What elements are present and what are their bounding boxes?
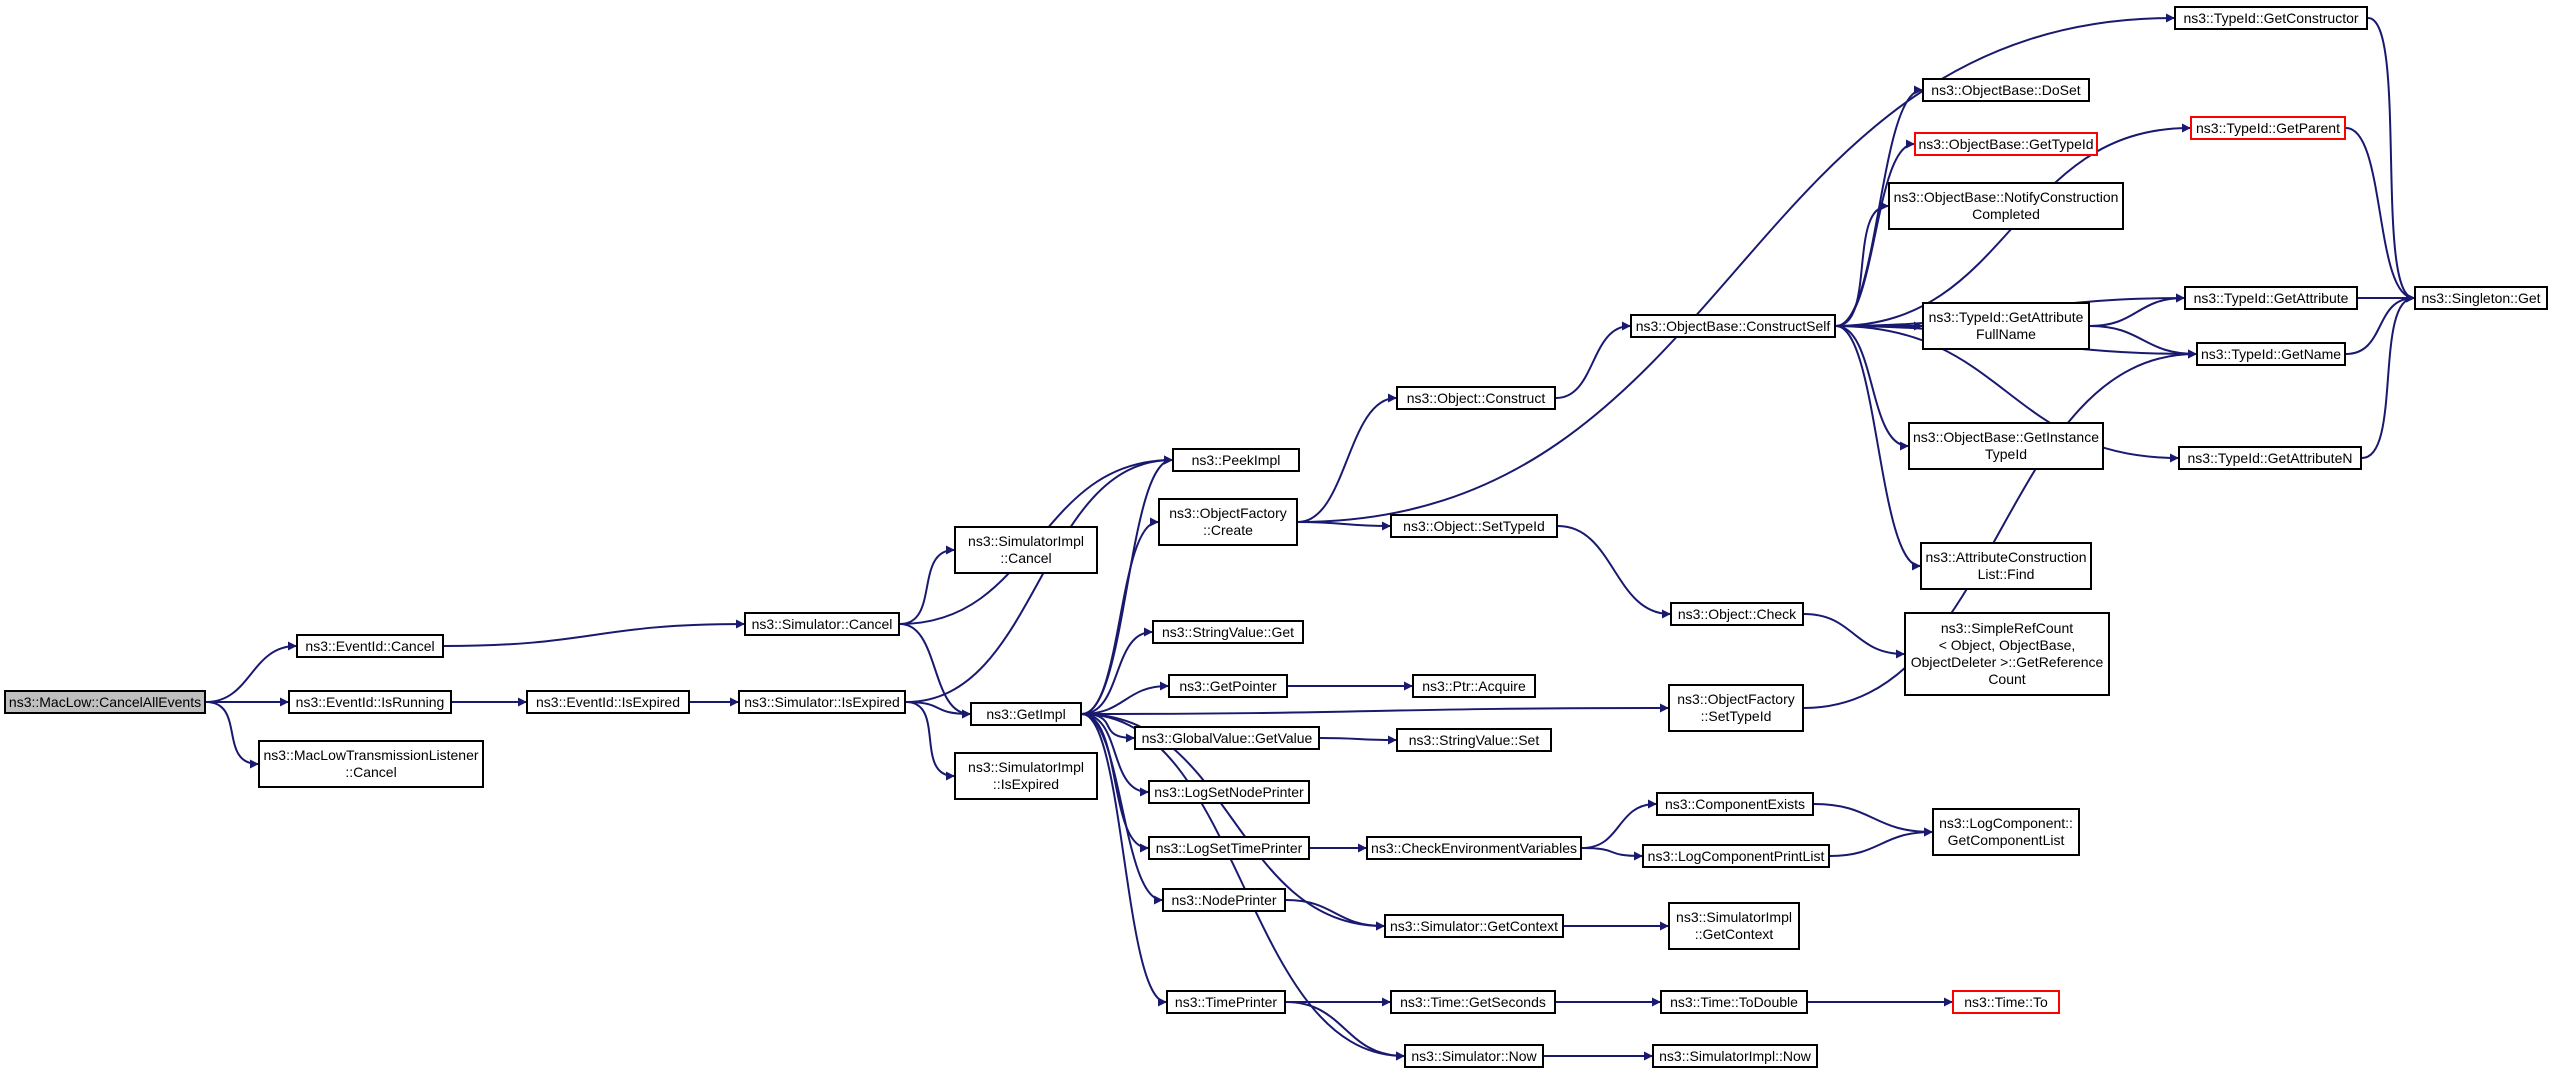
edge-root-to-maclow_listener_cancel [205,701,259,769]
node-logsettimeprinter[interactable]: ns3::LogSetTimePrinter [1148,836,1310,860]
node-singleton-get[interactable]: ns3::Singleton::Get [2414,286,2548,310]
node-eventid-isexpired[interactable]: ns3::EventId::IsExpired [526,690,690,714]
edge-simulator_isexpired-to-simimpl_isexpired [905,701,955,781]
edge-getimpl-to-nodeprinter [1081,713,1163,905]
edge-objectbase_constructself-to-objectbase_getinstancetypeid [1835,325,1909,451]
edge-typeid_getconstructor-to-singleton_get [2367,17,2415,303]
edge-objectfactory_create-to-object_construct [1297,393,1397,523]
edge-objectbase_constructself-to-typeid_getattributen [1835,325,2179,463]
edge-simulator_isexpired-to-peekimpl [905,455,1173,703]
node-eventid-cancel[interactable]: ns3::EventId::Cancel [296,634,444,658]
node-maclow-cancelallevents: ns3::MacLow::CancelAllEvents [4,690,206,714]
node-maclowtransmissionlistener-cancel[interactable]: ns3::MacLowTransmissionListener ::Cancel [258,740,484,788]
node-objectbase-getinstancetypeid[interactable]: ns3::ObjectBase::GetInstance TypeId [1908,422,2104,470]
edge-simulator_cancel-to-simimpl_cancel [899,545,955,625]
node-eventid-isrunning[interactable]: ns3::EventId::IsRunning [288,690,452,714]
node-simulatorimpl-now[interactable]: ns3::SimulatorImpl::Now [1652,1044,1818,1068]
node-getimpl[interactable]: ns3::GetImpl [970,702,1082,726]
node-typeid-getname[interactable]: ns3::TypeId::GetName [2196,342,2346,366]
edge-simulator_cancel-to-getimpl [899,623,971,719]
node-object-construct[interactable]: ns3::Object::Construct [1396,386,1556,410]
node-peekimpl[interactable]: ns3::PeekImpl [1172,448,1300,472]
edge-checkenv-to-logcomponentprintlist [1581,847,1643,861]
edge-typeid_getparent-to-singleton_get [2345,127,2415,303]
node-typeid-getattribute[interactable]: ns3::TypeId::GetAttribute [2184,286,2358,310]
node-objectbase-notifyconstructioncompleted[interactable]: ns3::ObjectBase::NotifyConstruction Comp… [1888,182,2124,230]
node-simulatorimpl-isexpired[interactable]: ns3::SimulatorImpl ::IsExpired [954,752,1098,800]
node-objectfactory-settypeid[interactable]: ns3::ObjectFactory ::SetTypeId [1668,684,1804,732]
edge-objectfactory_settypeid-to-typeid_getname [1803,349,2197,709]
node-checkenvironmentvariables[interactable]: ns3::CheckEnvironmentVariables [1366,836,1582,860]
node-stringvalue-get[interactable]: ns3::StringValue::Get [1152,620,1304,644]
node-typeid-getattributen[interactable]: ns3::TypeId::GetAttributeN [2178,446,2362,470]
edge-getimpl-to-simulator_getcontext [1081,713,1385,931]
node-typeid-getattributefullname[interactable]: ns3::TypeId::GetAttribute FullName [1922,302,2090,350]
edge-getimpl-to-objectfactory_create [1081,517,1159,715]
node-nodeprinter[interactable]: ns3::NodePrinter [1162,888,1286,912]
edge-eventid_cancel-to-simulator_cancel [443,619,745,647]
edge-object_check-to-simplerefcount [1803,613,1905,659]
node-componentexists[interactable]: ns3::ComponentExists [1656,792,1814,816]
node-object-check[interactable]: ns3::Object::Check [1670,602,1804,626]
edge-getimpl-to-timeprinter [1081,713,1167,1007]
node-typeid-getparent[interactable]: ns3::TypeId::GetParent [2190,116,2346,140]
edge-timeprinter-to-simulator_now [1285,1001,1405,1061]
edge-typeid_getname-to-singleton_get [2345,293,2415,355]
node-objectbase-doset[interactable]: ns3::ObjectBase::DoSet [1922,78,2090,102]
edge-object_settypeid-to-object_check [1557,525,1671,619]
node-logcomponentprintlist[interactable]: ns3::LogComponentPrintList [1642,844,1830,868]
edge-logcomponentprintlist-to-logcomponent_getcomponentlist [1829,827,1933,857]
edge-root-to-eventid_cancel [205,641,297,703]
node-logsetnodeprinter[interactable]: ns3::LogSetNodePrinter [1148,780,1310,804]
node-objectfactory-create[interactable]: ns3::ObjectFactory ::Create [1158,498,1298,546]
node-simulatorimpl-getcontext[interactable]: ns3::SimulatorImpl ::GetContext [1668,902,1800,950]
node-attributeconstructionlist-find[interactable]: ns3::AttributeConstruction List::Find [1920,542,2092,590]
node-logcomponent-getcomponentlist[interactable]: ns3::LogComponent:: GetComponentList [1932,808,2080,856]
node-stringvalue-set[interactable]: ns3::StringValue::Set [1396,728,1552,752]
edge-objectbase_constructself-to-attributeconstructionlist_find [1835,325,1921,571]
node-simulator-now[interactable]: ns3::Simulator::Now [1404,1044,1544,1068]
node-time-to[interactable]: ns3::Time::To [1952,990,2060,1014]
node-time-getseconds[interactable]: ns3::Time::GetSeconds [1390,990,1556,1014]
node-typeid-getconstructor[interactable]: ns3::TypeId::GetConstructor [2174,6,2368,30]
edge-getimpl-to-logsetnodeprinter [1081,713,1149,797]
node-simulatorimpl-cancel[interactable]: ns3::SimulatorImpl ::Cancel [954,526,1098,574]
node-object-settypeid[interactable]: ns3::Object::SetTypeId [1390,514,1558,538]
node-time-todouble[interactable]: ns3::Time::ToDouble [1660,990,1808,1014]
node-globalvalue-getvalue[interactable]: ns3::GlobalValue::GetValue [1134,726,1320,750]
node-objectbase-gettypeid[interactable]: ns3::ObjectBase::GetTypeId [1914,132,2098,156]
edge-typeid_getattributefullname-to-typeid_getname [2089,325,2197,359]
node-objectbase-constructself[interactable]: ns3::ObjectBase::ConstructSelf [1630,314,1836,338]
node-getpointer[interactable]: ns3::GetPointer [1168,674,1288,698]
node-simulator-getcontext[interactable]: ns3::Simulator::GetContext [1384,914,1564,938]
edge-objectbase_constructself-to-objectbase_notify [1835,201,1889,327]
node-timeprinter[interactable]: ns3::TimePrinter [1166,990,1286,1014]
edge-getimpl-to-stringvalue_get [1081,627,1153,715]
edge-typeid_getattributefullname-to-typeid_getattribute [2089,293,2185,327]
edge-nodeprinter-to-simulator_getcontext [1285,899,1385,931]
node-ptr-acquire[interactable]: ns3::Ptr::Acquire [1412,674,1536,698]
edge-object_construct-to-objectbase_constructself [1555,321,1631,399]
edge-componentexists-to-logcomponent_getcomponentlist [1813,803,1933,837]
edge-globalvalue_getvalue-to-stringvalue_set [1319,735,1397,745]
edge-checkenv-to-componentexists [1581,799,1657,849]
edge-typeid_getattributen-to-singleton_get [2361,293,2415,459]
node-simulator-isexpired[interactable]: ns3::Simulator::IsExpired [738,690,906,714]
edge-objectbase_constructself-to-objectbase_gettypeid [1835,139,1915,327]
edge-objectfactory_create-to-typeid_getconstructor [1297,13,2175,523]
node-simplerefcount-getreferencecount[interactable]: ns3::SimpleRefCount < Object, ObjectBase… [1904,612,2110,696]
edge-getimpl-to-objectfactory_settypeid [1081,703,1669,715]
node-simulator-cancel[interactable]: ns3::Simulator::Cancel [744,612,900,636]
